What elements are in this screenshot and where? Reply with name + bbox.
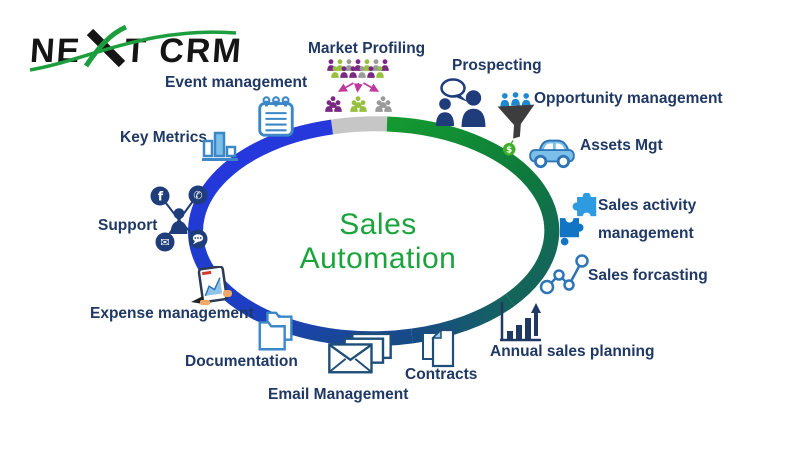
network-nodes-icon xyxy=(539,254,589,295)
bars-icon xyxy=(202,131,238,161)
person-social-icon: f ✆ ✉ xyxy=(150,185,208,252)
funnel-icon: $ xyxy=(497,92,535,156)
mail-glyph: ✉ xyxy=(160,236,169,249)
label-key-metrics: Key Metrics xyxy=(120,129,208,146)
label-email-management: Email Management xyxy=(268,386,409,403)
label-annual-sales-planning: Annual sales planning xyxy=(490,343,655,360)
logo-swoosh-long-icon xyxy=(29,30,237,72)
tablet-hands-icon xyxy=(191,266,232,305)
logo-swoosh-icon xyxy=(83,24,128,68)
facebook-glyph: f xyxy=(158,190,164,204)
chat-bubble-glyph xyxy=(192,234,204,245)
notepad-icon xyxy=(258,96,294,137)
puzzle-icon xyxy=(559,193,597,246)
label-expense-management: Expense management xyxy=(90,305,254,322)
bar-chart-arrow-icon xyxy=(500,302,541,342)
ring-arc-green xyxy=(386,116,560,307)
dollar-glyph: $ xyxy=(506,146,512,156)
document-icon xyxy=(422,328,455,368)
ring-arc-blue xyxy=(188,119,414,347)
ring-arc-gray xyxy=(330,116,388,135)
label-market-profiling: Market Profiling xyxy=(308,40,426,57)
envelopes-icon xyxy=(328,332,392,374)
nextcrm-logo: NE T CRM xyxy=(29,24,240,72)
label-contracts: Contracts xyxy=(405,366,478,383)
label-sales-activity-management: Sales activity management xyxy=(598,197,697,242)
folders-icon xyxy=(258,311,293,351)
car-icon xyxy=(529,139,575,169)
phone-glyph: ✆ xyxy=(193,189,202,202)
label-prospecting: Prospecting xyxy=(452,57,542,74)
label-documentation: Documentation xyxy=(185,353,298,370)
label-sales-forcasting: Sales forcasting xyxy=(588,267,708,284)
label-assets-mgt: Assets Mgt xyxy=(580,137,663,154)
center-title: Sales Automation xyxy=(299,208,457,275)
label-opportunity-management: Opportunity management xyxy=(534,90,723,107)
people-chat-icon xyxy=(435,78,486,127)
label-event-management: Event management xyxy=(165,74,308,91)
logo-text-tcrm: T CRM xyxy=(124,32,240,70)
label-support: Support xyxy=(98,217,158,234)
audience-crowd-icon xyxy=(325,59,392,112)
